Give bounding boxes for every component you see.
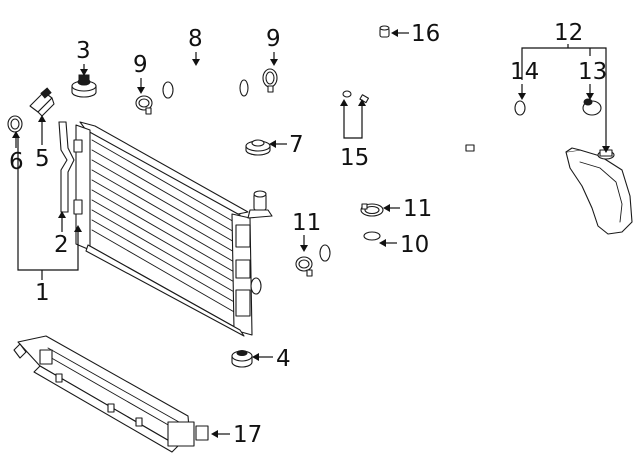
mount-bushing-lower	[231, 350, 253, 368]
callout-5: 5	[35, 146, 50, 172]
upper-radiator-hose	[162, 63, 252, 99]
hose-plug	[379, 25, 390, 38]
leader-15	[343, 104, 363, 139]
drain-plug	[29, 87, 55, 117]
radiator	[73, 121, 273, 337]
lower-air-deflector	[13, 335, 209, 453]
callout-16: 16	[411, 21, 440, 47]
lower-hose-clamp-right	[360, 203, 384, 217]
coolant-reservoir	[565, 147, 633, 235]
drain-tube	[58, 119, 75, 215]
callout-7: 7	[289, 132, 304, 158]
hose-clamp-right	[262, 68, 278, 93]
callout-9a: 9	[133, 52, 148, 78]
mount-bushing-upper	[71, 74, 97, 98]
callout-14: 14	[510, 59, 539, 85]
callout-4: 4	[276, 346, 291, 372]
o-ring	[7, 115, 23, 133]
callout-3: 3	[76, 38, 91, 64]
leader-lines	[12, 29, 610, 438]
callout-11a: 11	[292, 210, 321, 236]
lower-hose-clamp-left	[295, 256, 313, 277]
callout-labels: 1 2 3 4 5 6 7 8 9 9 10 11 11 12 13 14 15…	[9, 20, 607, 448]
callout-11b: 11	[403, 196, 432, 222]
callout-2: 2	[54, 232, 69, 258]
lower-radiator-hose	[319, 228, 381, 262]
callout-12: 12	[554, 20, 583, 46]
overflow-hose	[331, 19, 361, 99]
callout-13: 13	[578, 59, 607, 85]
callout-6: 6	[9, 149, 24, 175]
reservoir-cap	[582, 98, 602, 116]
callout-1: 1	[35, 280, 50, 306]
leader-1	[17, 137, 79, 271]
callout-17: 17	[233, 422, 262, 448]
callout-8: 8	[188, 26, 203, 52]
radiator-cap	[245, 139, 271, 156]
callout-10: 10	[400, 232, 429, 258]
reservoir-hose	[464, 96, 550, 218]
leader-12	[521, 47, 607, 148]
callout-15: 15	[340, 145, 369, 171]
callout-9b: 9	[266, 26, 281, 52]
reservoir-tube	[359, 94, 475, 152]
hose-clamp-left	[135, 95, 153, 115]
